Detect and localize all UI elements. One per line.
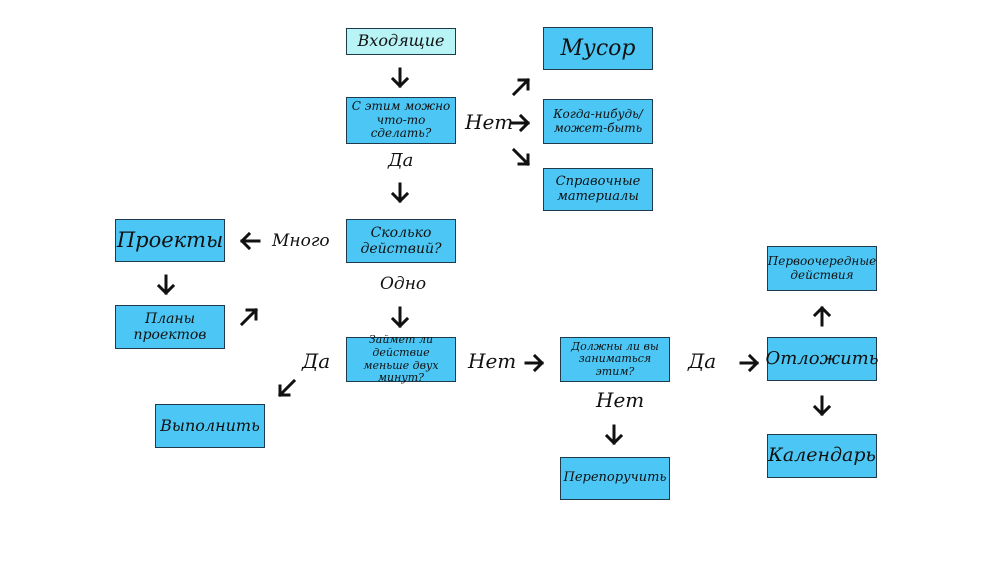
arrow-to-should-you [524,353,545,373]
projects-text: Проекты [116,228,224,253]
inbox-text: Входящие [357,31,445,51]
arrow-to-defer [739,353,760,373]
arrow-inbox-to-actionable [390,67,410,89]
two-minutes-box: Займет ли действие меньше двух минут? [346,333,456,385]
actionable-text: С этим можно что-то сделать? [351,98,451,141]
label-no-should: Нет [596,388,645,412]
should-you-text: Должны ли вы заниматься этим? [571,339,659,378]
arrow-projects-to-plans [156,274,176,296]
label-no-two-minutes: Нет [468,349,517,373]
project-plans-box: Планы проектов [115,305,225,349]
projects-box: Проекты [115,219,225,262]
calendar-box: Календарь [767,434,877,478]
delegate-box: Перепоручить [560,457,670,500]
label-yes-should: Да [688,349,717,373]
do-it-text: Выполнить [160,415,260,435]
reference-text: Справочные материалы [555,173,641,204]
arrow-to-trash [511,77,531,97]
next-actions-box: Первоочередные действия [767,246,877,291]
how-many-text: Сколько действий? [360,224,442,257]
arrow-plans-up [239,307,259,327]
reference-box: Справочные материалы [543,168,653,211]
do-it-box: Выполнить [155,404,265,448]
trash-text: Мусор [560,35,636,61]
arrow-to-delegate [604,424,624,446]
how-many-box: Сколько действий? [346,219,456,263]
calendar-text: Календарь [768,444,876,467]
label-many: Много [272,231,330,251]
arrow-to-projects [239,231,261,251]
next-actions-text: Первоочередные действия [767,253,877,282]
defer-box: Отложить [765,337,879,381]
label-no-actionable: Нет [465,110,514,134]
arrow-to-do-it [277,378,297,398]
arrow-actionable-to-howmany [390,182,410,204]
two-minutes-text: Займет ли действие меньше двух минут? [363,333,439,385]
defer-text: Отложить [765,347,879,369]
arrow-to-someday [510,113,531,133]
arrow-to-next-actions [812,305,832,327]
project-plans-text: Планы проектов [133,310,207,343]
someday-box: Когда-нибудь/ может-быть [543,99,653,144]
arrow-to-calendar [812,395,832,417]
label-yes-two-minutes: Да [302,349,331,373]
trash-box: Мусор [543,27,653,70]
someday-text: Когда-нибудь/ может-быть [553,106,643,135]
arrow-howmany-to-twominutes [390,306,410,329]
should-you-box: Должны ли вы заниматься этим? [560,337,670,382]
label-yes-actionable: Да [388,150,414,171]
inbox-box: Входящие [346,28,456,55]
actionable-box: С этим можно что-то сделать? [346,97,456,144]
delegate-text: Перепоручить [563,470,667,486]
label-one: Одно [380,274,427,294]
arrow-to-reference [511,147,531,167]
